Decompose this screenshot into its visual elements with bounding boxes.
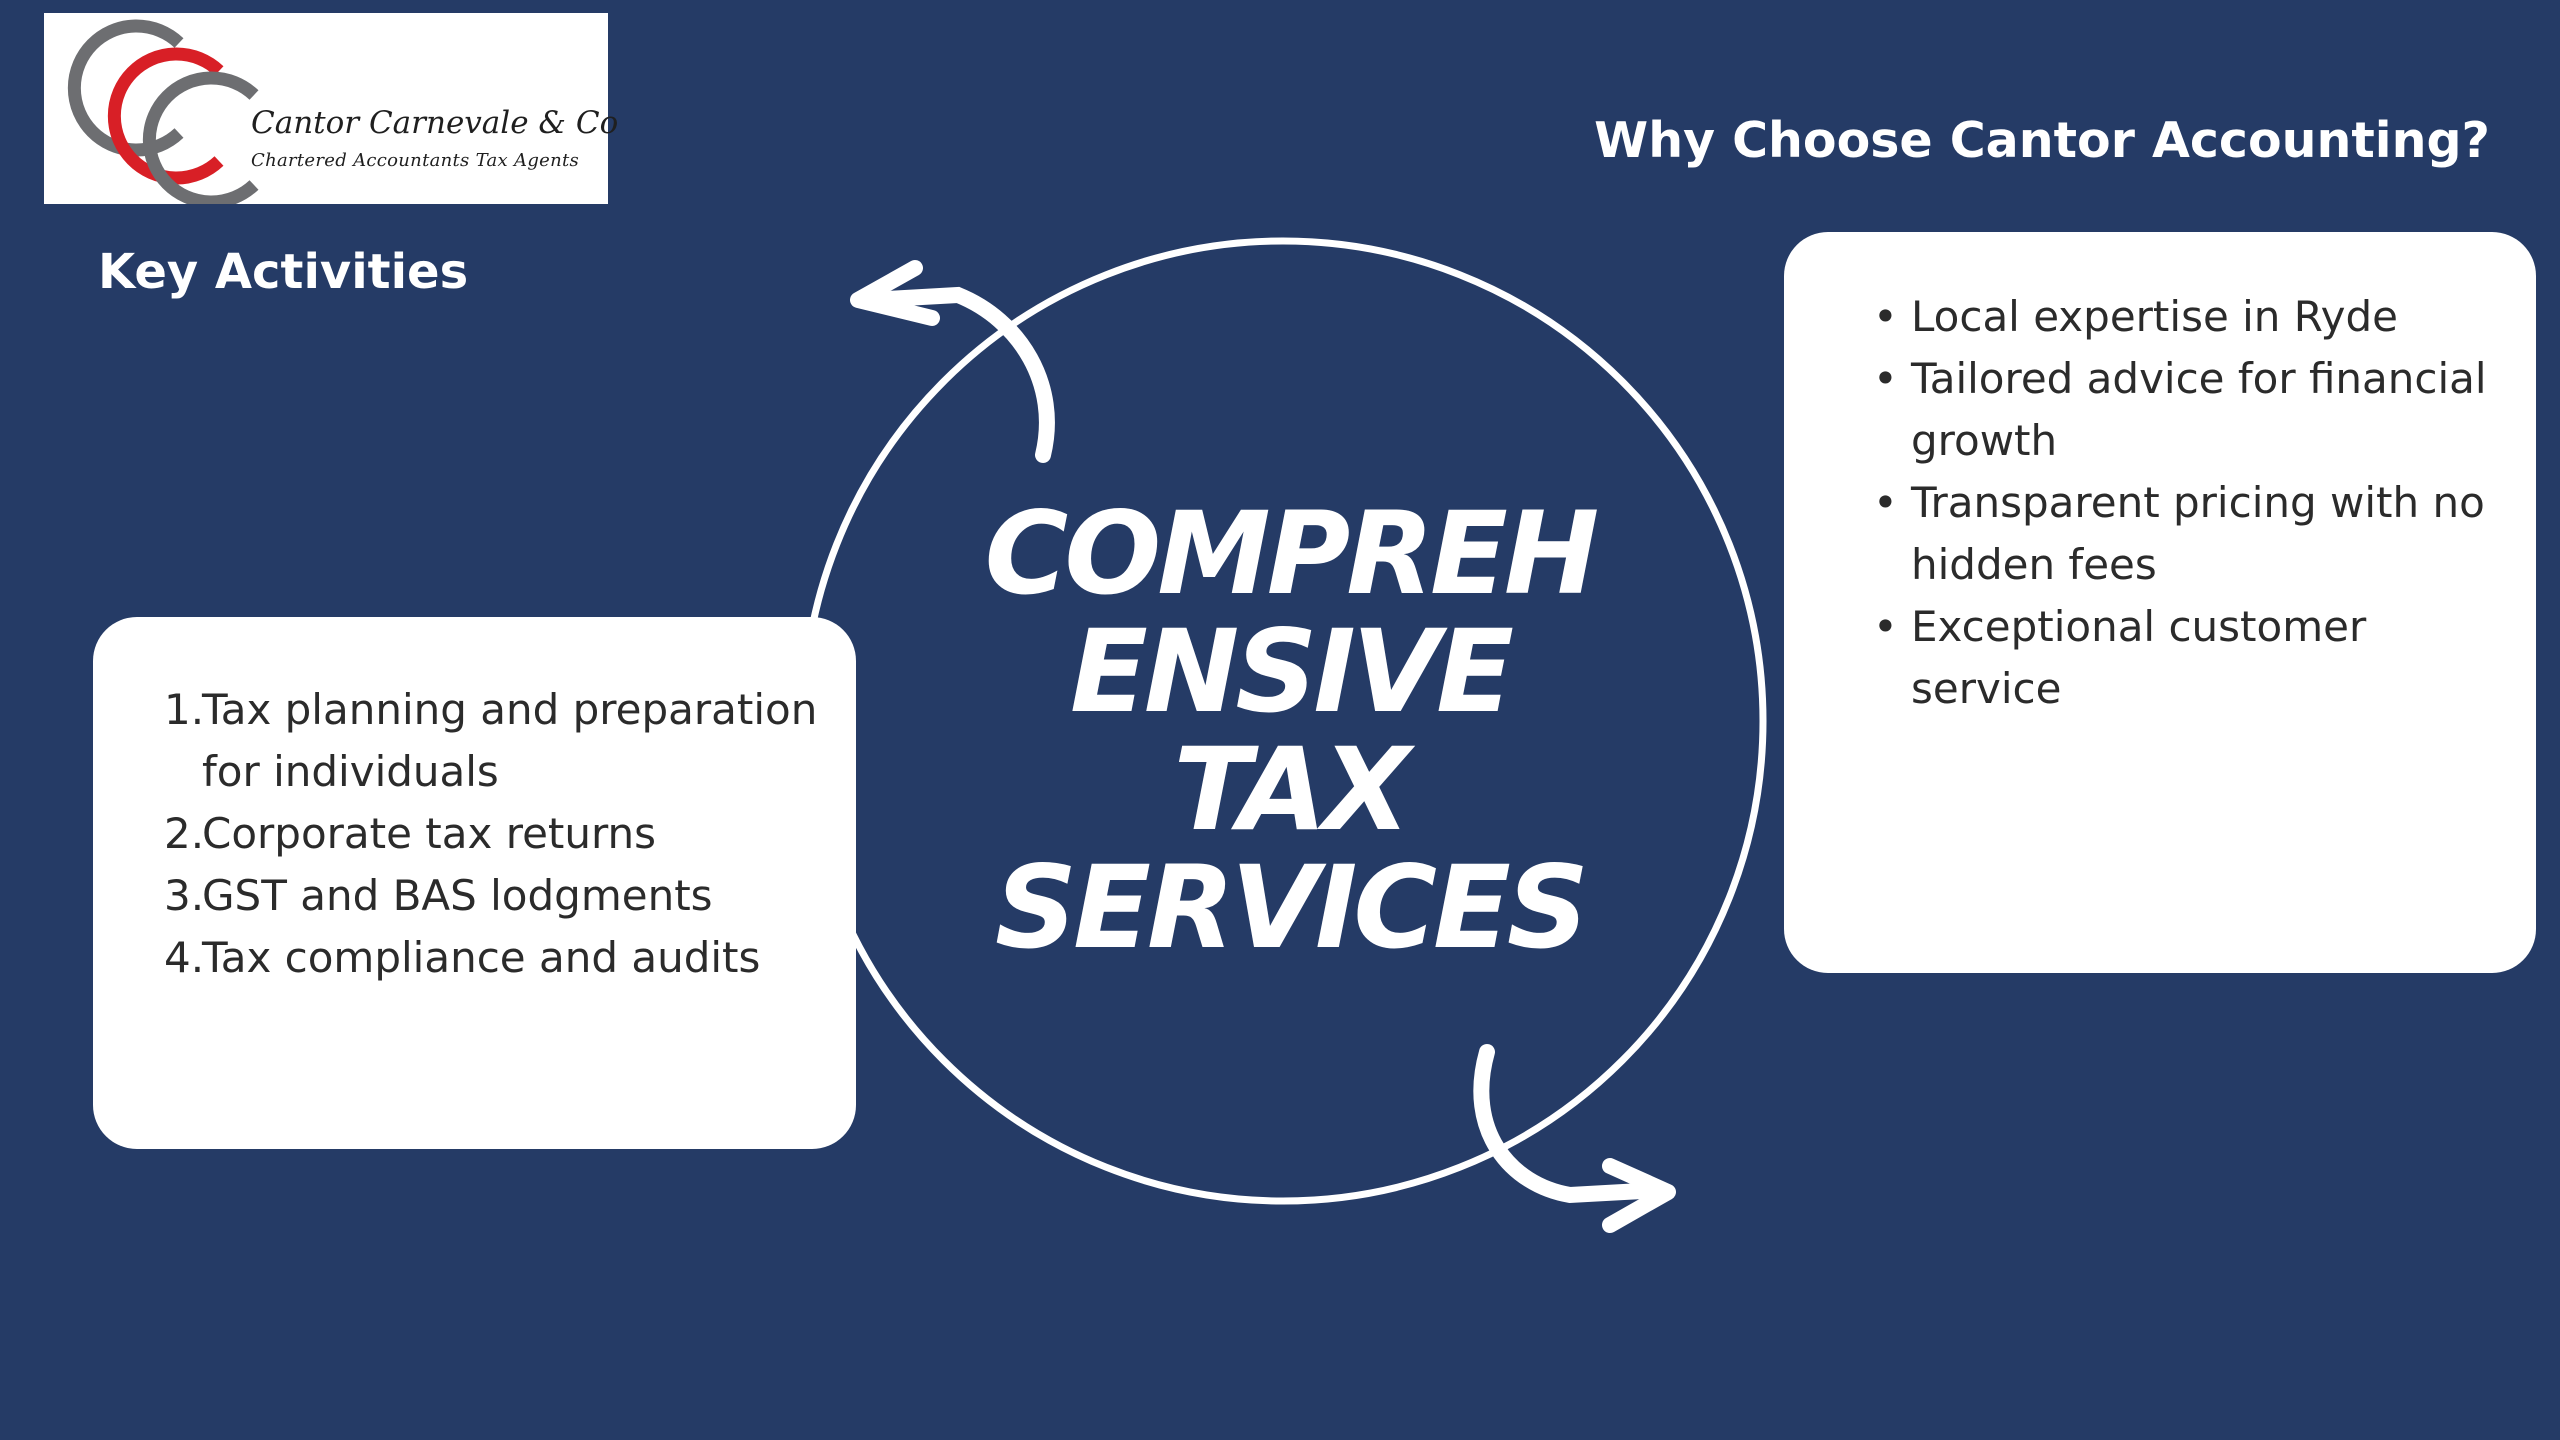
list-item: • Transparent pricing with no hidden fee… <box>1873 472 2523 596</box>
list-item-text: Transparent pricing with no hidden fees <box>1911 478 2485 589</box>
why-choose-heading: Why Choose Cantor Accounting? <box>1594 112 2490 169</box>
why-choose-card: • Local expertise in Ryde • Tailored adv… <box>1784 232 2536 973</box>
list-item: 2. Corporate tax returns <box>164 803 854 865</box>
circular-arrow-top-icon <box>850 260 1055 463</box>
why-choose-list: • Local expertise in Ryde • Tailored adv… <box>1873 286 2523 720</box>
company-logo: Cantor Carnevale & Co Chartered Accounta… <box>44 13 618 204</box>
bullet-icon: • <box>1873 602 1898 651</box>
list-item-text: Corporate tax returns <box>202 809 657 858</box>
logo-company-name: Cantor Carnevale & Co <box>251 105 619 141</box>
list-item-text: Exceptional customer service <box>1911 602 2367 713</box>
list-item-text: GST and BAS lodgments <box>202 871 713 920</box>
list-item-text: Tax compliance and audits <box>202 933 761 982</box>
list-item-text: Local expertise in Ryde <box>1911 292 2399 341</box>
list-item: • Local expertise in Ryde <box>1873 286 2523 348</box>
list-item: 3. GST and BAS lodgments <box>164 865 854 927</box>
center-title-line: TAX <box>1173 723 1410 856</box>
circular-arrow-bottom-icon <box>1473 1044 1676 1233</box>
center-title-line: SERVICES <box>994 841 1589 974</box>
bullet-icon: • <box>1873 354 1898 403</box>
list-item-text: Tax planning and preparation for individ… <box>202 685 818 796</box>
list-item: • Tailored advice for financial growth <box>1873 348 2523 472</box>
list-item: • Exceptional customer service <box>1873 596 2523 720</box>
list-item-text: Tailored advice for financial growth <box>1911 354 2487 465</box>
list-item: 1. Tax planning and preparation for indi… <box>164 679 854 803</box>
center-title-line: COMPREH <box>984 487 1600 620</box>
bullet-icon: • <box>1873 292 1898 341</box>
list-marker: 3. <box>164 871 205 920</box>
list-marker: 1. <box>164 685 205 734</box>
key-activities-card: 1. Tax planning and preparation for indi… <box>93 617 856 1149</box>
key-activities-heading: Key Activities <box>98 244 469 300</box>
bullet-icon: • <box>1873 478 1898 527</box>
center-title-line: ENSIVE <box>1070 605 1514 738</box>
key-activities-list: 1. Tax planning and preparation for indi… <box>164 679 854 989</box>
ccc-monogram-icon <box>67 19 259 204</box>
center-title: COMPREH ENSIVE TAX SERVICES <box>890 495 1690 967</box>
list-marker: 2. <box>164 809 205 858</box>
list-marker: 4. <box>164 933 205 982</box>
list-item: 4. Tax compliance and audits <box>164 927 854 989</box>
logo-tagline: Chartered Accountants Tax Agents <box>251 150 580 171</box>
